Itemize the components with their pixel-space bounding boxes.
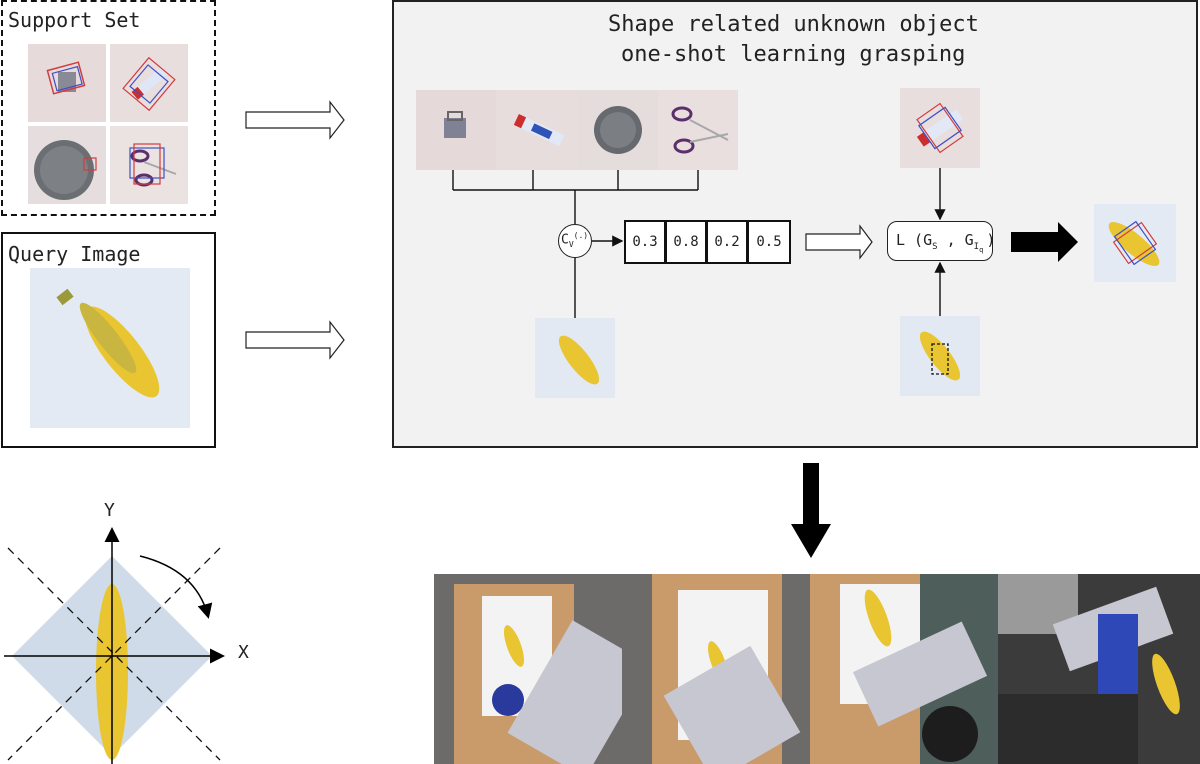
main-panel <box>392 0 1198 448</box>
support-set-label: Support Set <box>8 8 141 32</box>
loss-label: L (GS , GIq) <box>896 231 996 254</box>
y-axis-label: Y <box>104 500 115 521</box>
robot-photo-4 <box>998 574 1200 764</box>
rotation-arrow <box>139 555 213 619</box>
solid-arrow-output <box>1011 222 1078 262</box>
support-photo-toothpaste <box>110 44 188 122</box>
query-image-label: Query Image <box>8 242 141 266</box>
score-cell: 0.5 <box>747 220 791 264</box>
hollow-arrow-support <box>245 100 345 140</box>
query-image-box <box>1 232 216 448</box>
strip-photo-toothpaste <box>496 90 578 170</box>
support-set-box <box>1 0 216 216</box>
panel-title-line2: one-shot learning grasping <box>621 42 966 67</box>
score-cell: 0.3 <box>624 220 666 264</box>
panel-title-line1: Shape related unknown object <box>608 12 979 37</box>
output-grasp-photo <box>1094 204 1176 282</box>
score-cell: 0.2 <box>706 220 748 264</box>
strip-photo-bowl <box>578 90 658 170</box>
similarity-operator <box>558 224 592 258</box>
query-corn-grasp-region <box>900 316 980 396</box>
solid-arrow-down <box>791 463 831 558</box>
hollow-arrow-query <box>245 320 345 360</box>
support-photo-bowl <box>28 126 106 204</box>
robot-photo-2 <box>622 574 810 764</box>
hollow-arrow-scores <box>805 224 873 260</box>
similarity-symbol: CV(.) <box>561 231 589 249</box>
query-photo-corn <box>30 268 190 428</box>
score-cell: 0.8 <box>665 220 707 264</box>
robot-photo-1 <box>434 574 622 764</box>
panel-query-corn <box>535 318 615 398</box>
strip-photo-scissors <box>658 90 738 170</box>
robot-photo-3 <box>810 574 998 764</box>
selected-support-photo <box>900 88 980 168</box>
loss-box <box>887 221 993 261</box>
strip-photo-cup <box>416 90 496 170</box>
support-photo-cup <box>28 44 106 122</box>
support-photo-scissors <box>110 126 188 204</box>
x-axis-label: X <box>238 642 249 663</box>
